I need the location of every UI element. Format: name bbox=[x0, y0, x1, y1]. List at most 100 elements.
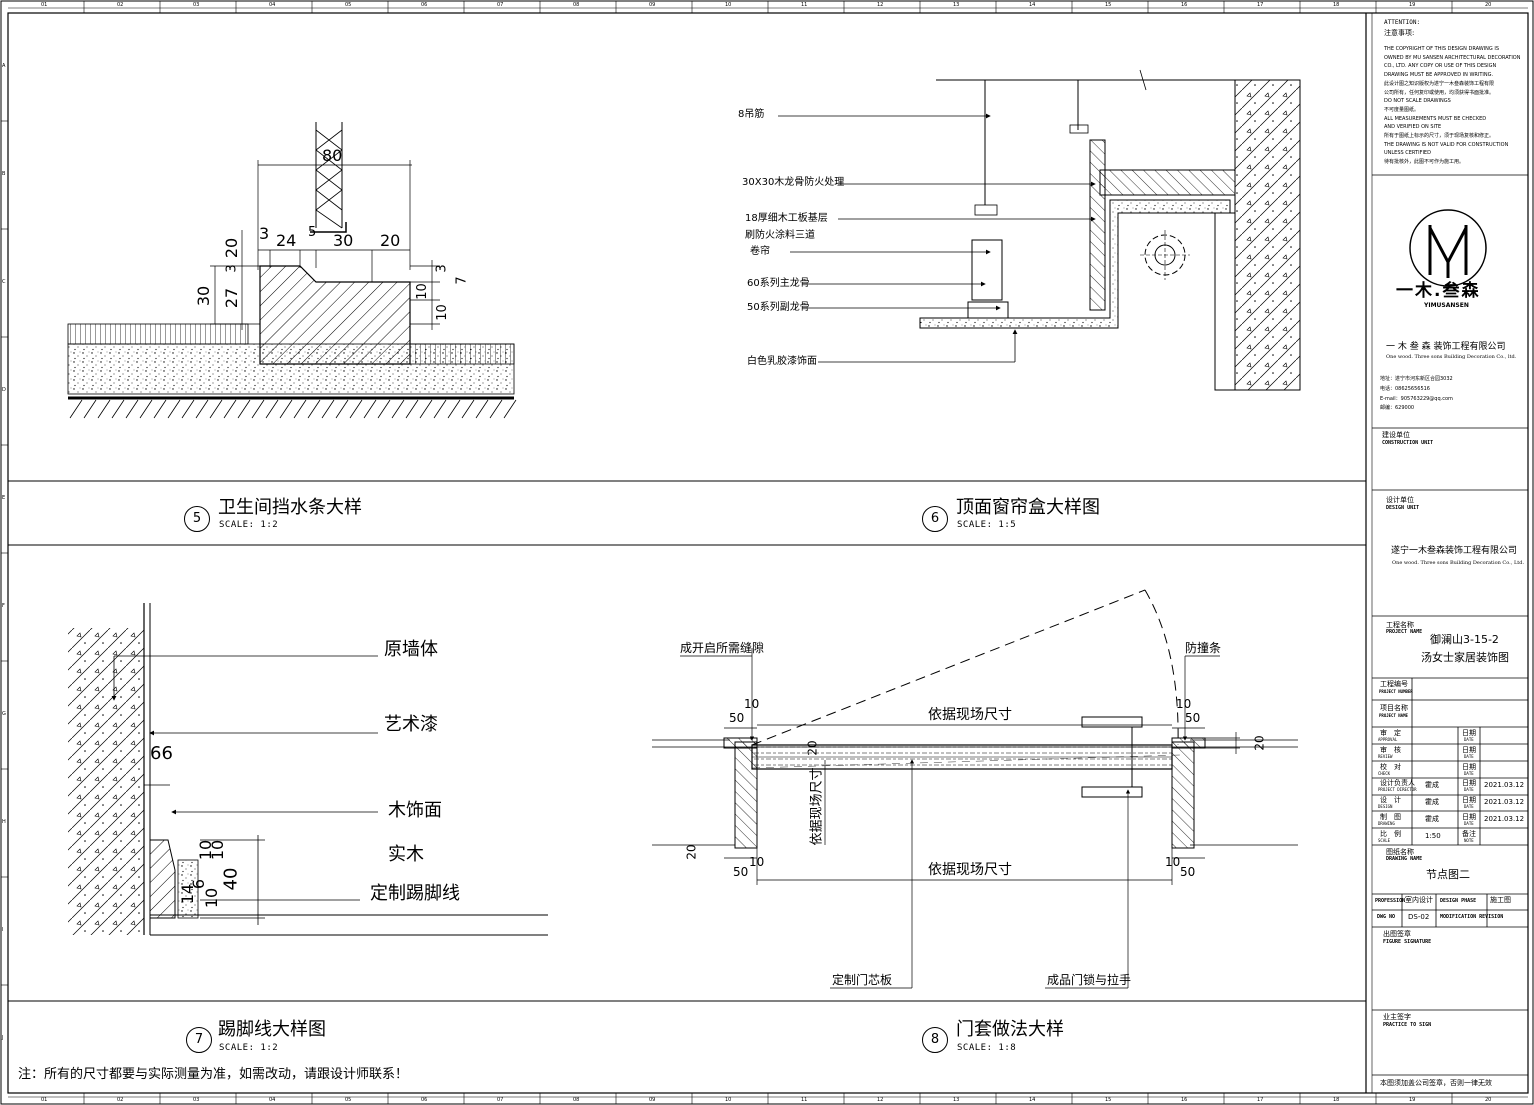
design-company-en: One wood. Three sons Building Decoration… bbox=[1392, 560, 1525, 566]
d7-label-wood-veneer: 木饰面 bbox=[388, 800, 442, 821]
project-label: 工程名称 bbox=[1386, 621, 1414, 629]
contact-phone: 电话：08625656516 bbox=[1380, 386, 1430, 392]
sign-role-en: APPROVAL bbox=[1378, 737, 1398, 742]
drawing-6-number: 6 bbox=[922, 506, 948, 532]
dim-label: 27 bbox=[222, 287, 242, 309]
d6-label-board: 18厚细木工板基层 bbox=[745, 213, 828, 224]
attention-line: 此设计图之知识版权为遂宁一木叁森装饰工程有限 bbox=[1384, 80, 1495, 87]
grid-column-label: 18 bbox=[1333, 1097, 1340, 1103]
attention-line: OWNED BY MU SANSEN ARCHITECTURAL DECORAT… bbox=[1384, 54, 1521, 61]
sign-date: 2021.03.12 bbox=[1484, 798, 1525, 807]
figure-signature-label: 出图签章 bbox=[1383, 930, 1411, 938]
dim-label: 40 bbox=[220, 867, 242, 891]
grid-column-label: 11 bbox=[801, 1097, 808, 1103]
design-company-cn: 遂宁一木叁森装饰工程有限公司 bbox=[1391, 546, 1518, 556]
drawing-name-label: 图纸名称 bbox=[1386, 848, 1414, 856]
grid-row-label: I bbox=[2, 927, 4, 933]
date-label-en: DATE bbox=[1464, 770, 1474, 776]
grid-column-label: 19 bbox=[1409, 2, 1416, 8]
grid-column-label: 13 bbox=[953, 1097, 960, 1103]
phase-en: DESIGN PHASE bbox=[1440, 898, 1477, 904]
grid-row-label: D bbox=[2, 387, 6, 393]
grid-column-label: 14 bbox=[1029, 2, 1036, 8]
attention-line: AND VERIFIED ON SITE bbox=[1384, 124, 1442, 131]
drawing-5-scale: SCALE: 1:2 bbox=[219, 520, 279, 530]
drawing-5-title: 卫生间挡水条大样 bbox=[218, 497, 362, 518]
date-label: 日期 bbox=[1462, 745, 1476, 754]
date-label: 日期 bbox=[1462, 779, 1476, 788]
date-label: 日期 bbox=[1462, 762, 1476, 771]
dim-label: 3 bbox=[259, 224, 270, 243]
dwg-no: DS-02 bbox=[1408, 913, 1430, 921]
grid-column-label: 10 bbox=[725, 2, 732, 8]
dim-label: 80 bbox=[322, 146, 343, 165]
grid-column-label: 08 bbox=[573, 1097, 580, 1103]
drawing-8-number: 8 bbox=[922, 1027, 948, 1053]
company-name-en: One wood. Three sons Building Decoration… bbox=[1386, 354, 1517, 360]
sign-date: 2021.03.12 bbox=[1484, 815, 1525, 823]
grid-row-label: H bbox=[2, 819, 6, 825]
grid-column-label: 15 bbox=[1105, 1097, 1112, 1103]
dim-label: 66 bbox=[150, 743, 173, 764]
grid-column-label: 02 bbox=[117, 2, 124, 8]
dim-label: 50 bbox=[729, 711, 745, 725]
d7-label-skirting: 定制踢脚线 bbox=[370, 883, 460, 904]
dim-label: 20 bbox=[805, 740, 820, 756]
grid-column-label: 08 bbox=[573, 2, 580, 8]
design-unit-en: DESIGN UNIT bbox=[1386, 505, 1420, 511]
sign-role: 审 定 bbox=[1380, 729, 1401, 737]
attention-line: THE COPYRIGHT OF THIS DESIGN DRAWING IS bbox=[1384, 46, 1500, 52]
grid-column-label: 13 bbox=[953, 2, 960, 8]
profession: 室内设计 bbox=[1405, 896, 1433, 904]
grid-row-label: F bbox=[2, 603, 5, 609]
attention-line: DO NOT SCALE DRAWINGS bbox=[1384, 98, 1451, 105]
project-name-2: 汤女士家居装饰图 bbox=[1421, 651, 1509, 664]
grid-row-label: G bbox=[2, 711, 6, 717]
grid-column-label: 02 bbox=[117, 1097, 124, 1103]
d6-label-keel: 30X30木龙骨防火处理 bbox=[742, 177, 845, 188]
grid-column-label: 03 bbox=[193, 1097, 200, 1103]
grid-column-label: 09 bbox=[649, 1097, 656, 1103]
contact-address: 地址：遂宁市河东新区合园3032 bbox=[1380, 376, 1453, 382]
d6-label-paint: 白色乳胶漆饰面 bbox=[747, 356, 817, 367]
sign-role: 校 对 bbox=[1380, 762, 1401, 771]
grid-column-label: 16 bbox=[1181, 1097, 1188, 1103]
drawing-7-figure bbox=[68, 603, 548, 936]
owner-signature-en: PRACTICE TO SIGN bbox=[1383, 1022, 1432, 1028]
date-label-en: DATE bbox=[1464, 753, 1474, 759]
sign-role-en: SCALE bbox=[1378, 837, 1391, 843]
grid-column-label: 19 bbox=[1409, 1097, 1416, 1103]
drawing-8-scale: SCALE: 1:8 bbox=[957, 1043, 1017, 1053]
dim-label: 30 bbox=[333, 231, 354, 250]
grid-row-label: C bbox=[2, 279, 6, 285]
d7-label-wall: 原墙体 bbox=[384, 639, 438, 660]
sign-role: 设计负责人 bbox=[1380, 779, 1415, 788]
project-name-1: 御澜山3-15-2 bbox=[1430, 633, 1499, 646]
dim-label: 20 bbox=[222, 237, 242, 259]
date-label: 日期 bbox=[1462, 796, 1476, 805]
dim-label: 3 bbox=[224, 264, 240, 273]
grid-column-label: 15 bbox=[1105, 2, 1112, 8]
dim-label: 10 bbox=[414, 283, 430, 300]
grid-row-label: B bbox=[2, 171, 6, 177]
dim-label: 7 bbox=[454, 276, 470, 285]
d8-label-site-dim-top: 依据现场尺寸 bbox=[928, 707, 1012, 723]
d8-label-door-panel: 定制门芯板 bbox=[832, 973, 893, 987]
profession-en: PROFESSION bbox=[1375, 898, 1406, 904]
figure-signature-en: FIGURE SIGNATURE bbox=[1383, 939, 1432, 945]
dim-label: 5 bbox=[308, 225, 317, 240]
drawing-8-figure bbox=[652, 589, 1298, 989]
d8-label-gap: 成开启所需缝隙 bbox=[680, 641, 765, 655]
attention-line: 公司所有，任何复印或使用，均须获得书面批准。 bbox=[1384, 89, 1495, 96]
logo-en: YIMUSANSEN bbox=[1424, 302, 1469, 309]
dim-label: 50 bbox=[733, 865, 749, 879]
d6-label-main-keel: 60系列主龙骨 bbox=[747, 278, 810, 289]
attention-line: 所有于图纸上标示的尺寸，须于现场复核和修正。 bbox=[1384, 133, 1495, 139]
sign-role: 制 图 bbox=[1380, 813, 1401, 821]
drawing-6-scale: SCALE: 1:5 bbox=[957, 520, 1017, 530]
date-label-en: DATE bbox=[1464, 821, 1474, 826]
sign-role-en: DRAWING bbox=[1378, 821, 1395, 826]
attention-line: DRAWING MUST BE APPROVED IN WRITING. bbox=[1384, 72, 1494, 79]
date-label: 日期 bbox=[1462, 813, 1476, 821]
